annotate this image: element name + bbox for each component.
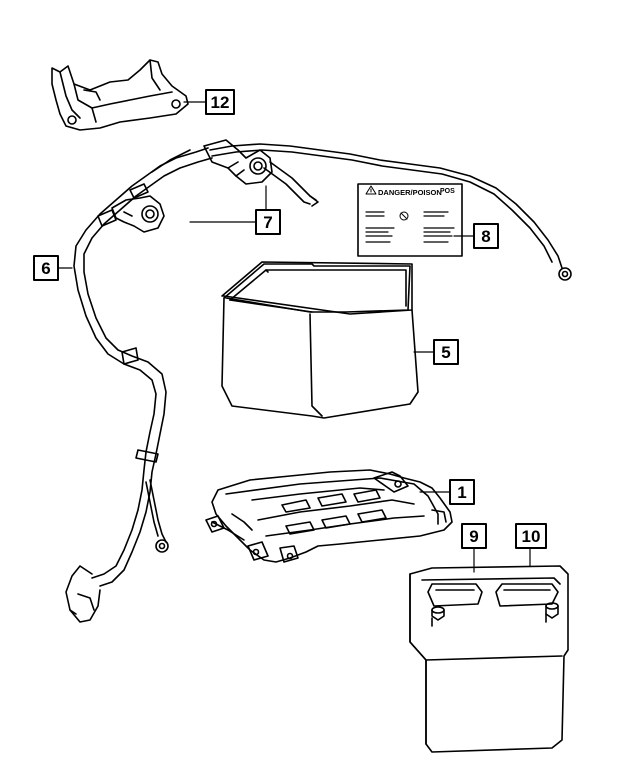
callout-9: 9 <box>461 523 487 549</box>
battery-thermal-wrap <box>221 261 419 419</box>
harness-shield-bracket <box>51 59 189 131</box>
battery-vent-cap-9 <box>427 583 483 607</box>
svg-text:6: 6 <box>41 259 50 278</box>
callout-5: 5 <box>433 339 459 365</box>
warning-label-header: DANGER/POISON <box>378 188 442 197</box>
callout-12: 12 <box>205 89 235 115</box>
callout-10: 10 <box>515 523 547 549</box>
callout-8: 8 <box>473 223 499 249</box>
warning-label <box>357 183 463 257</box>
battery-terminal-clamps <box>97 139 273 233</box>
svg-text:9: 9 <box>469 527 478 546</box>
svg-text:10: 10 <box>522 527 541 546</box>
svg-text:7: 7 <box>263 213 272 232</box>
battery-cable-harness <box>65 143 572 623</box>
leader-lines <box>57 101 531 573</box>
svg-text:12: 12 <box>211 93 230 112</box>
battery-vent-cap-10 <box>495 583 559 607</box>
svg-text:5: 5 <box>441 343 450 362</box>
battery-tray <box>205 469 453 563</box>
svg-text:8: 8 <box>481 227 490 246</box>
callout-1: 1 <box>449 479 475 505</box>
svg-text:1: 1 <box>457 483 466 502</box>
battery <box>409 565 569 753</box>
warning-label-corner: POS <box>440 188 455 195</box>
callout-7: 7 <box>255 209 281 235</box>
callout-6: 6 <box>33 255 59 281</box>
